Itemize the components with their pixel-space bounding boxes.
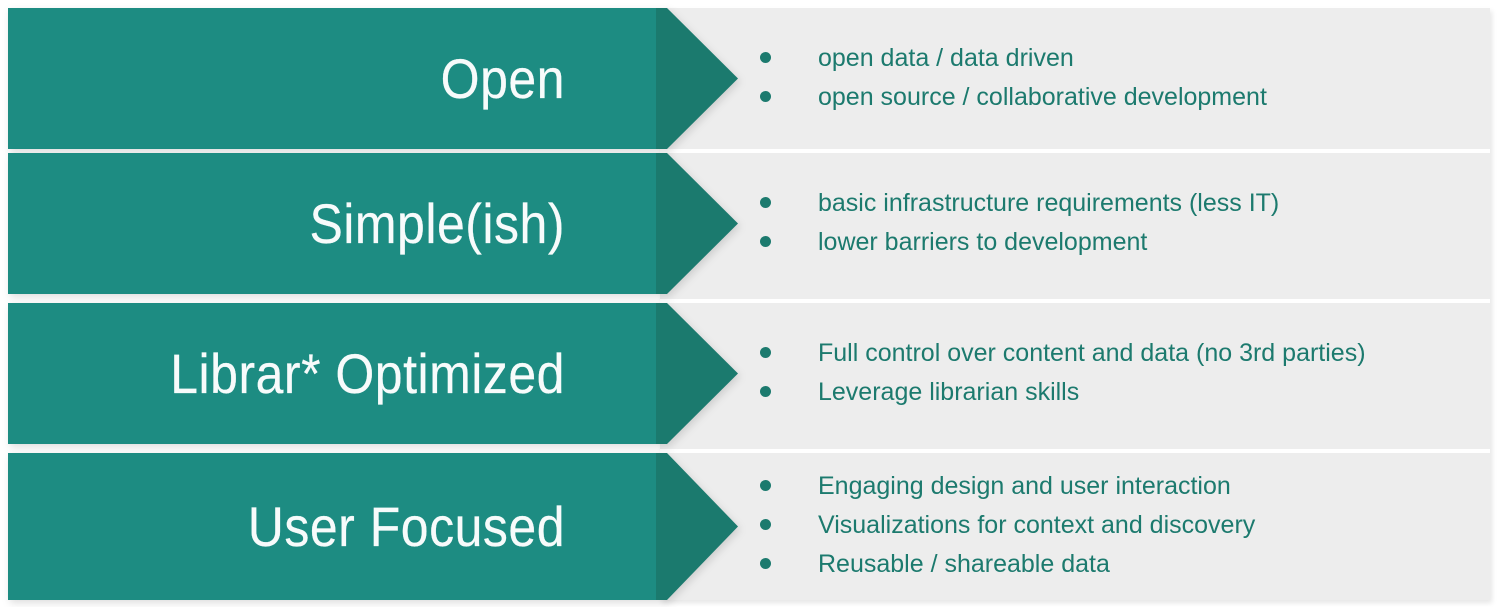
bullet-text: Visualizations for context and discovery [818, 511, 1256, 539]
bullet-text: Leverage librarian skills [818, 377, 1080, 406]
bullet-text: open source / collaborative development [818, 82, 1267, 111]
bullet-text: Engaging design and user interaction [818, 472, 1231, 500]
list-item: open source / collaborative development [760, 79, 1490, 118]
bullet-dot-icon [760, 187, 818, 224]
bullet-dot-icon [760, 548, 818, 585]
panel-divider-2 [660, 299, 1490, 303]
list-item: Reusable / shareable data [760, 546, 1490, 585]
bullet-dot-icon [760, 226, 818, 263]
list-item: open data / data driven [760, 40, 1490, 79]
list-item: lower barriers to development [760, 224, 1490, 263]
panel-divider-3 [660, 449, 1490, 453]
bullet-dot-icon [760, 81, 818, 118]
bullet-dot-icon [760, 509, 818, 546]
list-item: Engaging design and user interaction [760, 468, 1490, 507]
row-librar-optimized: Librar* Optimized Full control over cont… [0, 303, 1503, 444]
bullet-text: Full control over content and data (no 3… [818, 338, 1366, 367]
bullet-dot-icon [760, 470, 818, 507]
bullet-dot-icon [760, 337, 818, 374]
panel-divider-1 [660, 149, 1490, 153]
list-item: basic infrastructure requirements (less … [760, 185, 1490, 224]
bullet-list-open: open data / data driven open source / co… [760, 8, 1490, 149]
list-item: Full control over content and data (no 3… [760, 335, 1490, 374]
list-item: Leverage librarian skills [760, 374, 1490, 413]
chevron-shape-user-focused [8, 453, 738, 600]
row-simple-ish: Simple(ish) basic infrastructure require… [0, 153, 1503, 294]
chevron-shape-simple-ish [8, 153, 738, 294]
bullet-list-librar-optimized: Full control over content and data (no 3… [760, 303, 1490, 444]
bullet-dot-icon [760, 376, 818, 413]
list-item: Visualizations for context and discovery [760, 507, 1490, 546]
bullet-text: Reusable / shareable data [818, 550, 1110, 578]
chevron-shape-open [8, 8, 738, 149]
bullet-list-simple-ish: basic infrastructure requirements (less … [760, 153, 1490, 294]
chevron-shape-librar-optimized [8, 303, 738, 444]
bullet-text: basic infrastructure requirements (less … [818, 188, 1280, 217]
row-open: Open open data / data driven open source… [0, 8, 1503, 149]
bullet-list-user-focused: Engaging design and user interaction Vis… [760, 453, 1490, 600]
bullet-text: open data / data driven [818, 43, 1074, 72]
row-user-focused: User Focused Engaging design and user in… [0, 453, 1503, 600]
bullet-dot-icon [760, 42, 818, 79]
bullet-text: lower barriers to development [818, 227, 1148, 256]
